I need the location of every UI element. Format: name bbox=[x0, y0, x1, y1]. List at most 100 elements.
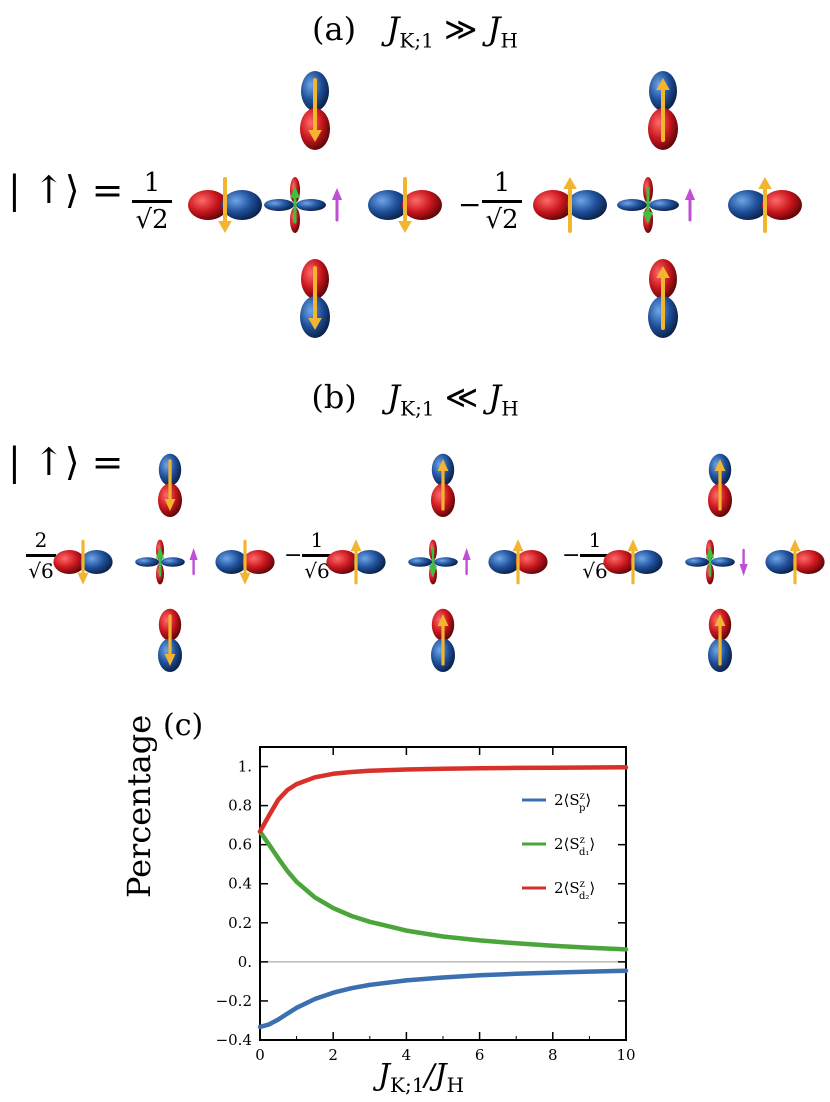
panel-a-title: (a) JK;1 ≫ JH bbox=[0, 10, 830, 52]
panel-a-condition-jh: J bbox=[487, 10, 501, 48]
spin-arrow-head bbox=[656, 266, 670, 278]
series-line-3 bbox=[257, 765, 629, 834]
d-lobe-left bbox=[135, 557, 160, 567]
p-orbital-vertical bbox=[158, 608, 182, 672]
x-tick-label: 0 bbox=[255, 1046, 265, 1064]
d-spin-arrow-head bbox=[289, 186, 301, 198]
x-axis-label: JK;1/JH bbox=[378, 1058, 464, 1097]
panel-a-label: (a) bbox=[312, 10, 357, 48]
panel-a-condition-j: J bbox=[386, 10, 400, 48]
d-lobe-left bbox=[685, 557, 710, 567]
coef-numerator: 1 bbox=[310, 528, 324, 552]
p-orbital-horizontal bbox=[368, 177, 442, 233]
orbital-lobe-left bbox=[533, 190, 573, 220]
orbital-lobe-left bbox=[215, 550, 248, 574]
orbital-lobe-left bbox=[53, 550, 86, 574]
spin-arrow-head bbox=[308, 318, 322, 330]
panel-b-condition-h: H bbox=[501, 396, 519, 421]
panel-b-title: (b) JK;1 ≪ JH bbox=[0, 378, 830, 420]
orbital-lobe-right bbox=[222, 190, 262, 220]
p-orbital-vertical bbox=[648, 259, 678, 338]
p-orbital-horizontal bbox=[188, 177, 262, 233]
orbital-lobe-right bbox=[402, 190, 442, 220]
d-lobe-left bbox=[264, 199, 294, 211]
spin-arrow-head bbox=[437, 614, 449, 626]
fraction-bar bbox=[580, 554, 610, 557]
spin-arrow-head bbox=[714, 614, 726, 626]
y-tick-label: 0.8 bbox=[228, 797, 252, 815]
p-orbital-horizontal bbox=[215, 539, 275, 585]
fraction-bar bbox=[302, 554, 332, 557]
panel-a-condition-sub: K;1 bbox=[399, 28, 434, 53]
panel-a-coef2: 1 √2 bbox=[480, 170, 524, 233]
p-orbital-vertical bbox=[648, 71, 678, 150]
orbital-lobe-left bbox=[326, 550, 359, 574]
panel-b-coef1: 2 √6 bbox=[24, 530, 58, 581]
d-orbital bbox=[264, 177, 343, 233]
y-tick-label: −0.4 bbox=[216, 1031, 252, 1049]
panel-b-condition-jh: J bbox=[488, 378, 502, 416]
spin-arrow-head bbox=[656, 78, 670, 90]
spin-arrow-head bbox=[627, 539, 639, 552]
orbital-lobe-right bbox=[80, 550, 113, 574]
p-orbital-horizontal bbox=[53, 539, 113, 585]
panel-b-coef3: 1 √6 bbox=[578, 530, 612, 581]
y-tick-label: −0.2 bbox=[216, 992, 252, 1010]
fraction-bar bbox=[26, 554, 56, 557]
panel-b-condition-j: J bbox=[387, 378, 401, 416]
p-orbital-horizontal bbox=[533, 177, 607, 233]
orbital-lobe-right bbox=[353, 550, 386, 574]
spin-arrow-head bbox=[437, 459, 449, 471]
d-lobe-right bbox=[710, 557, 735, 567]
coef-numerator: 1 bbox=[143, 168, 161, 198]
d-spin-arrow-head bbox=[155, 546, 165, 559]
d-spin-arrow-head bbox=[705, 546, 715, 559]
d-orbital bbox=[135, 539, 198, 585]
spin-arrow-head bbox=[714, 459, 726, 471]
orbital-illustrations bbox=[53, 71, 825, 672]
panel-a-relation: ≫ bbox=[444, 10, 478, 48]
d-spin-arrow-head bbox=[642, 212, 654, 224]
d-spin-arrow-head bbox=[428, 565, 438, 578]
orbital-lobe-left bbox=[765, 550, 798, 574]
panel-b-coef2: 1 √6 bbox=[300, 530, 334, 581]
series-line-2 bbox=[257, 829, 629, 952]
fraction-bar bbox=[482, 200, 522, 203]
orbital-lobe-right bbox=[242, 550, 275, 574]
d-lobe-left bbox=[617, 199, 647, 211]
series-line-1 bbox=[257, 968, 629, 1030]
panel-a-coef1: 1 √2 bbox=[130, 170, 174, 233]
coef-denominator: √6 bbox=[304, 559, 330, 583]
spin-arrow-head bbox=[758, 177, 772, 189]
d-lobe-right bbox=[433, 557, 458, 567]
d-orbital bbox=[408, 539, 471, 585]
spin-arrow-head bbox=[218, 221, 232, 233]
fraction-bar bbox=[132, 200, 172, 203]
p-orbital-vertical bbox=[158, 453, 182, 517]
spin-arrow-head bbox=[77, 572, 89, 585]
y-tick-label: 0.6 bbox=[228, 836, 252, 854]
coef-denominator: √6 bbox=[582, 559, 608, 583]
spin-arrow-head bbox=[164, 654, 176, 666]
p-orbital-horizontal bbox=[603, 539, 663, 585]
d-lobe-right bbox=[160, 557, 185, 567]
p-orbital-horizontal bbox=[326, 539, 386, 585]
coef-numerator: 2 bbox=[34, 528, 48, 552]
x-tick-label: 8 bbox=[548, 1046, 558, 1064]
panel-b-label: (b) bbox=[311, 378, 357, 416]
orbital-lobe-right bbox=[515, 550, 548, 574]
panel-a-minus: − bbox=[458, 188, 482, 221]
spin-arrow-head bbox=[789, 539, 801, 552]
panel-b-minus-2: − bbox=[562, 543, 581, 568]
local-spin-arrow-head bbox=[739, 564, 748, 576]
x-axis-label-tail-sub: H bbox=[446, 1073, 465, 1097]
p-orbital-horizontal bbox=[765, 539, 825, 585]
p-orbital-vertical bbox=[708, 453, 732, 517]
y-axis-label: Percentage bbox=[120, 714, 158, 898]
p-orbital-horizontal bbox=[488, 539, 548, 585]
x-axis-label-j: J bbox=[378, 1058, 391, 1093]
orbital-lobe-left bbox=[728, 190, 768, 220]
x-tick-label: 6 bbox=[475, 1046, 485, 1064]
